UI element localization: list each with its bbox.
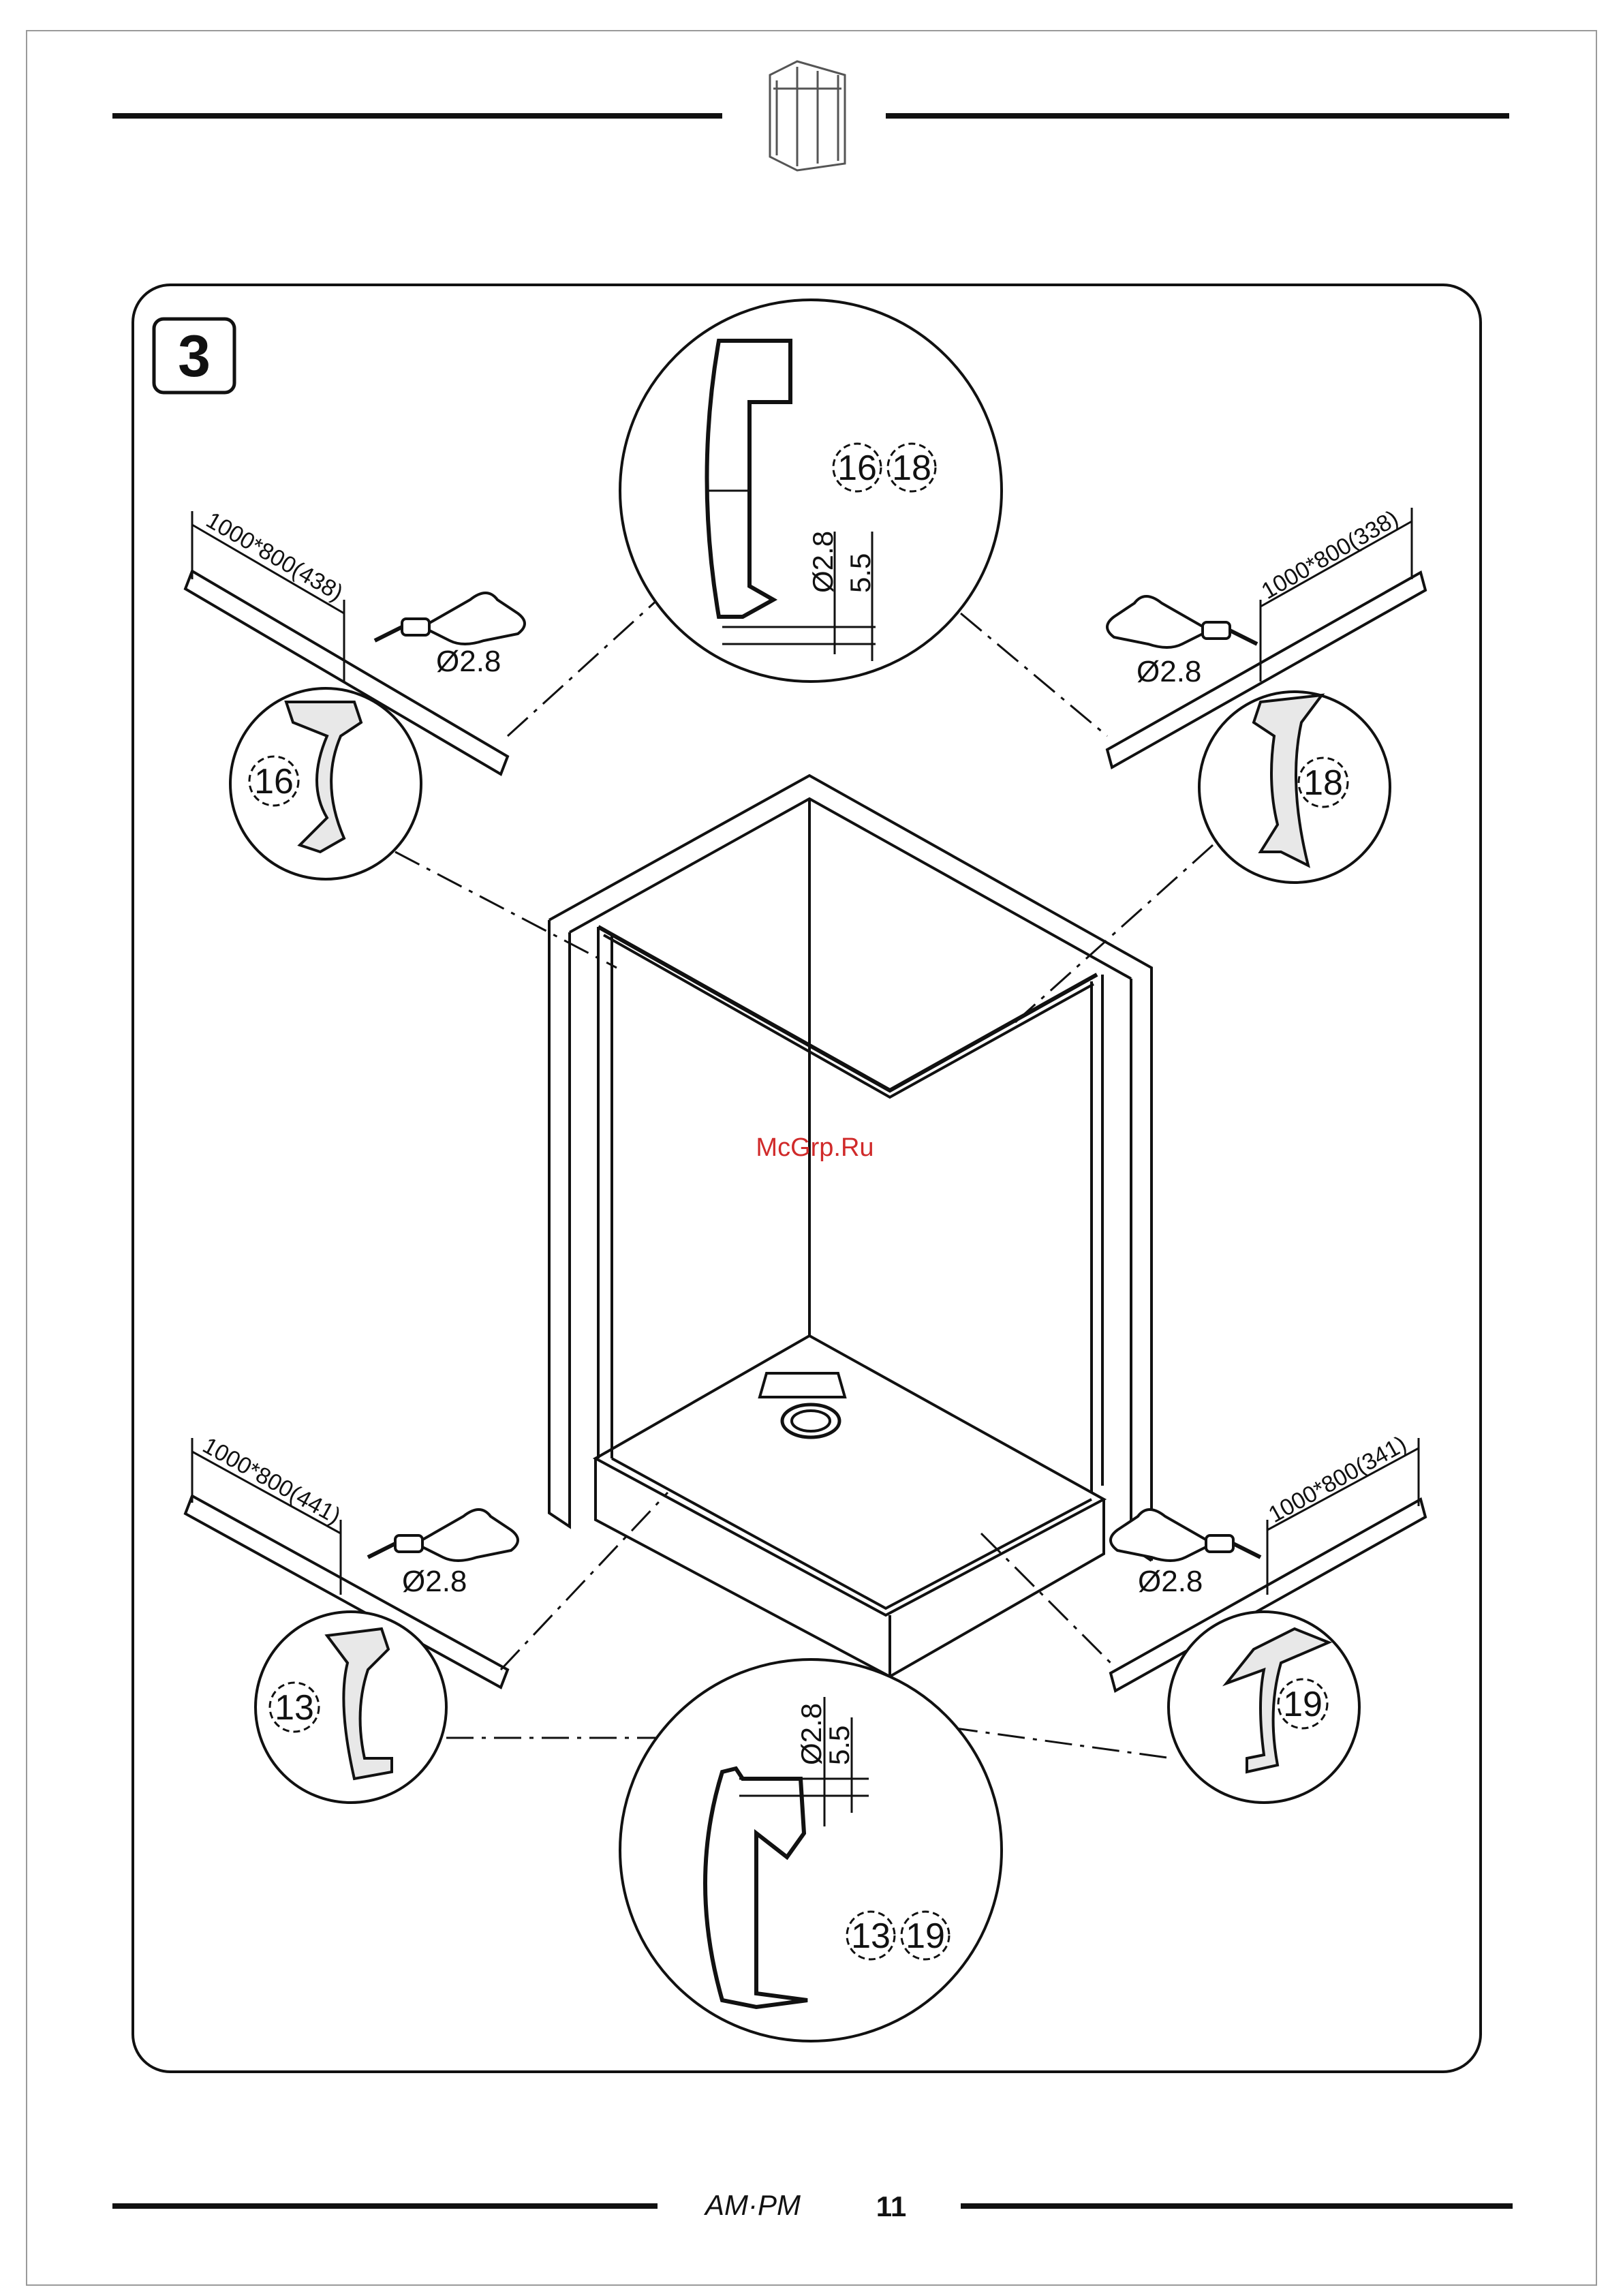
header xyxy=(112,61,1509,170)
drill-diameter-label: Ø2.8 xyxy=(402,1565,467,1598)
dimension-diameter: Ø2.8 xyxy=(807,531,839,593)
part-callout: 18 xyxy=(892,448,931,488)
drill-diameter-label: Ø2.8 xyxy=(436,645,501,678)
drill-diameter-label: Ø2.8 xyxy=(1138,1565,1203,1598)
part-callout: 19 xyxy=(906,1916,945,1956)
detail-circle-top: Ø2.8 5.5 16 18 xyxy=(620,300,1002,682)
dimension-offset: 5.5 xyxy=(844,553,876,593)
drill-diameter-label: Ø2.8 xyxy=(1137,655,1201,688)
page-number: 11 xyxy=(876,2190,906,2222)
length-label: 1000*800(338) xyxy=(1257,506,1403,604)
detail-circle-16: 16 xyxy=(230,688,421,879)
drill-icon xyxy=(375,593,525,644)
length-label: 1000*800(341) xyxy=(1264,1431,1410,1528)
shower-enclosure xyxy=(549,776,1151,1677)
brand-logo: AM·PM xyxy=(703,2189,801,2221)
part-callout: 13 xyxy=(851,1916,891,1956)
part-callout: 19 xyxy=(1283,1685,1323,1724)
drill-icon xyxy=(368,1510,518,1561)
drill-icon xyxy=(1111,1510,1261,1561)
step-number-badge: 3 xyxy=(154,319,234,393)
detail-circle-18: 18 xyxy=(1199,692,1390,883)
detail-circle-19: 19 xyxy=(1169,1612,1359,1803)
footer: AM·PM 11 xyxy=(112,2189,1513,2222)
dimension-diameter: Ø2.8 xyxy=(795,1703,827,1765)
part-callout: 13 xyxy=(275,1688,314,1728)
drill-icon xyxy=(1107,596,1257,647)
dimension-offset: 5.5 xyxy=(823,1726,855,1765)
part-callout: 16 xyxy=(254,762,294,801)
part-callout: 18 xyxy=(1303,763,1343,803)
watermark: McGrp.Ru xyxy=(756,1133,874,1162)
part-callout: 16 xyxy=(837,448,877,488)
detail-circle-13: 13 xyxy=(256,1612,446,1803)
detail-circle-bottom: Ø2.8 5.5 13 19 xyxy=(620,1659,1002,2041)
shower-enclosure-icon xyxy=(770,61,845,170)
step-number: 3 xyxy=(178,324,211,389)
